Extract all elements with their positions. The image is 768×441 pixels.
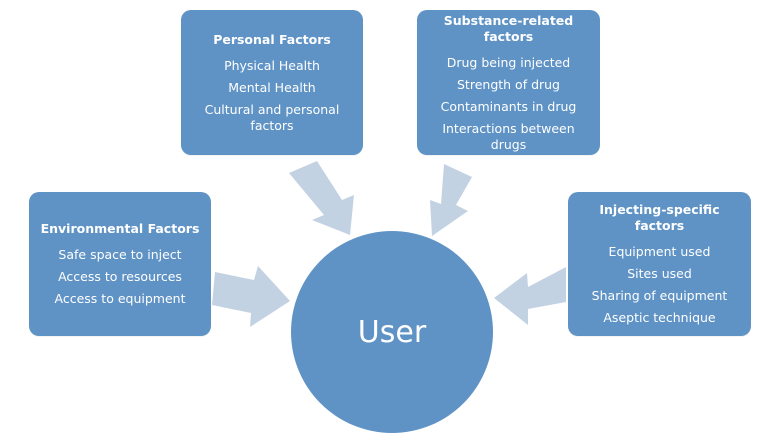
arrow-substance-to-user [430, 164, 472, 236]
personal-factor-item: Mental Health [228, 79, 316, 95]
injecting-factor-item: Equipment used [608, 244, 711, 259]
injecting-factors-title: Injecting-specific factors [599, 202, 720, 233]
substance-factor-item: Interactions between drugs [442, 120, 575, 152]
substance-factor-item: Strength of drug [457, 76, 560, 92]
user-label: User [357, 314, 427, 350]
arrow-environmental-to-user [212, 266, 290, 327]
arrow-injecting-to-user [494, 267, 566, 325]
injecting-factor-item: Sites used [627, 266, 692, 281]
personal-factor-item: Cultural and personal factors [204, 101, 340, 133]
personal-factors-title: Personal Factors [213, 31, 331, 47]
substance-factors-title: Substance-related factors [443, 12, 574, 44]
environmental-factor-item: Access to resources [58, 269, 182, 284]
personal-factors-box: Personal Factors Physical Health Mental … [181, 10, 363, 155]
personal-factor-item: Physical Health [224, 57, 320, 73]
injecting-factor-item: Aseptic technique [603, 310, 716, 325]
substance-related-factors-box: Substance-related factors Drug being inj… [417, 10, 600, 155]
arrow-personal-to-user [289, 161, 354, 235]
user-circle: User [291, 231, 493, 433]
injecting-factor-item: Sharing of equipment [591, 288, 728, 303]
environmental-factors-title: Environmental Factors [40, 221, 200, 236]
substance-factor-item: Drug being injected [446, 54, 571, 70]
environmental-factor-item: Access to equipment [54, 291, 186, 306]
environmental-factors-box: Environmental Factors Safe space to inje… [29, 192, 211, 336]
environmental-factor-item: Safe space to inject [58, 247, 182, 262]
substance-factor-item: Contaminants in drug [440, 98, 577, 114]
injecting-specific-factors-box: Injecting-specific factors Equipment use… [568, 192, 751, 336]
